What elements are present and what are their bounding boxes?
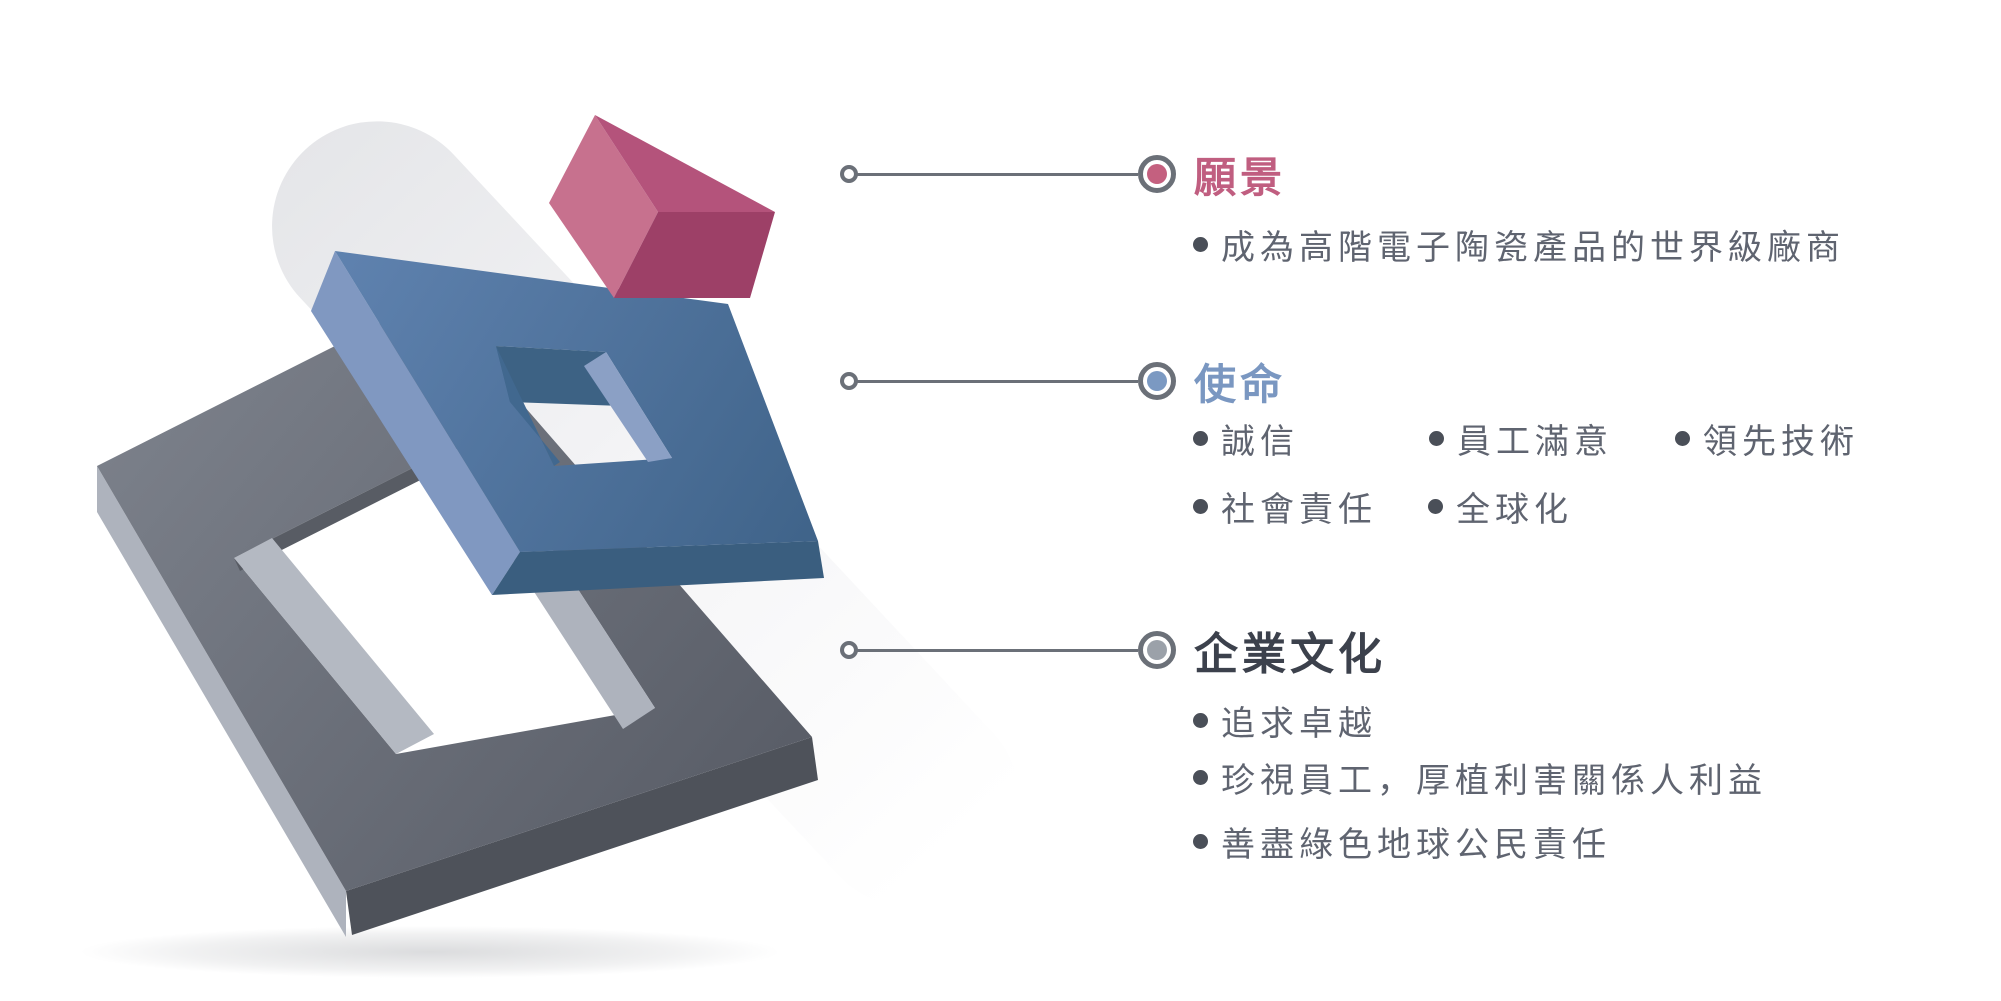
list-item: 追求卓越 (1193, 696, 1377, 745)
list-item: 員工滿意 (1429, 414, 1675, 463)
bullet-icon (1428, 498, 1443, 514)
list-item: 社會責任 (1193, 482, 1428, 531)
vision-marker-dot (1147, 164, 1167, 184)
blue-frame-bottom-bevel (492, 541, 824, 595)
bullet-icon (1193, 430, 1208, 446)
culture-item-label: 善盡綠色地球公民責任 (1221, 825, 1611, 864)
blue-frame-inner-wall-right (584, 352, 672, 462)
gray-frame-left-bevel (97, 466, 346, 937)
gray-frame-inner-wall-left (234, 538, 434, 754)
culture-items-row-1: 追求卓越 (1193, 699, 1377, 743)
mission-title: 使命 (1194, 360, 1287, 408)
culture-callout: 企業文化 (840, 620, 1386, 680)
culture-title: 企業文化 (1194, 630, 1386, 679)
vision-items: 成為高階電子陶瓷產品的世界級廠商 (1193, 223, 1845, 267)
mission-item-label: 誠信 (1221, 422, 1299, 461)
bullet-icon (1193, 769, 1208, 785)
mission-marker-icon (1138, 362, 1176, 400)
bullet-icon (1193, 236, 1208, 252)
vision-marker-icon (1138, 155, 1176, 193)
pink-cube-left-face (549, 115, 658, 298)
culture-marker-dot (1147, 640, 1167, 660)
culture-marker-icon (1138, 631, 1176, 669)
blue-frame-left-bevel (311, 251, 520, 595)
bullet-icon (1193, 833, 1208, 849)
mission-items-row-2: 社會責任 全球化 (1193, 485, 1573, 529)
pink-cube-right-face (614, 212, 775, 298)
bullet-icon (1193, 498, 1208, 514)
culture-item-label: 追求卓越 (1221, 704, 1377, 743)
gray-frame-bottom-bevel (346, 737, 818, 935)
blue-frame-inner-wall-top (496, 346, 622, 406)
vision-callout: 願景 (840, 144, 1286, 204)
mission-marker-dot (1147, 371, 1167, 391)
vision-item-label: 成為高階電子陶瓷產品的世界級廠商 (1221, 228, 1845, 267)
mission-callout: 使命 (840, 351, 1286, 411)
bullet-icon (1429, 430, 1444, 446)
list-item: 全球化 (1428, 482, 1573, 531)
list-item: 珍視員工，厚植利害關係人利益 (1193, 753, 1767, 802)
mission-item-label: 領先技術 (1703, 422, 1859, 461)
callout-line (856, 172, 1138, 176)
list-item: 成為高階電子陶瓷產品的世界級廠商 (1193, 220, 1845, 269)
mission-item-label: 全球化 (1456, 490, 1573, 529)
culture-items-row-3: 善盡綠色地球公民責任 (1193, 820, 1611, 864)
vision-title: 願景 (1194, 153, 1287, 201)
gray-frame-top-face (97, 298, 812, 891)
pink-cube-top-face (595, 115, 775, 212)
bullet-icon (1675, 430, 1690, 446)
callout-line (856, 648, 1138, 652)
mission-item-label: 社會責任 (1221, 490, 1377, 529)
list-item: 善盡綠色地球公民責任 (1193, 817, 1611, 866)
callout-line (856, 379, 1138, 383)
bullet-icon (1193, 712, 1208, 728)
culture-items-row-2: 珍視員工，厚植利害關係人利益 (1193, 756, 1767, 800)
mission-items-row-1: 誠信 員工滿意 領先技術 (1193, 417, 1859, 461)
list-item: 領先技術 (1675, 414, 1859, 463)
list-item: 誠信 (1193, 414, 1429, 463)
culture-item-label: 珍視員工，厚植利害關係人利益 (1221, 761, 1767, 800)
mission-item-label: 員工滿意 (1457, 422, 1613, 461)
ground-shadow (80, 926, 780, 978)
blue-frame-top-face (335, 251, 818, 552)
